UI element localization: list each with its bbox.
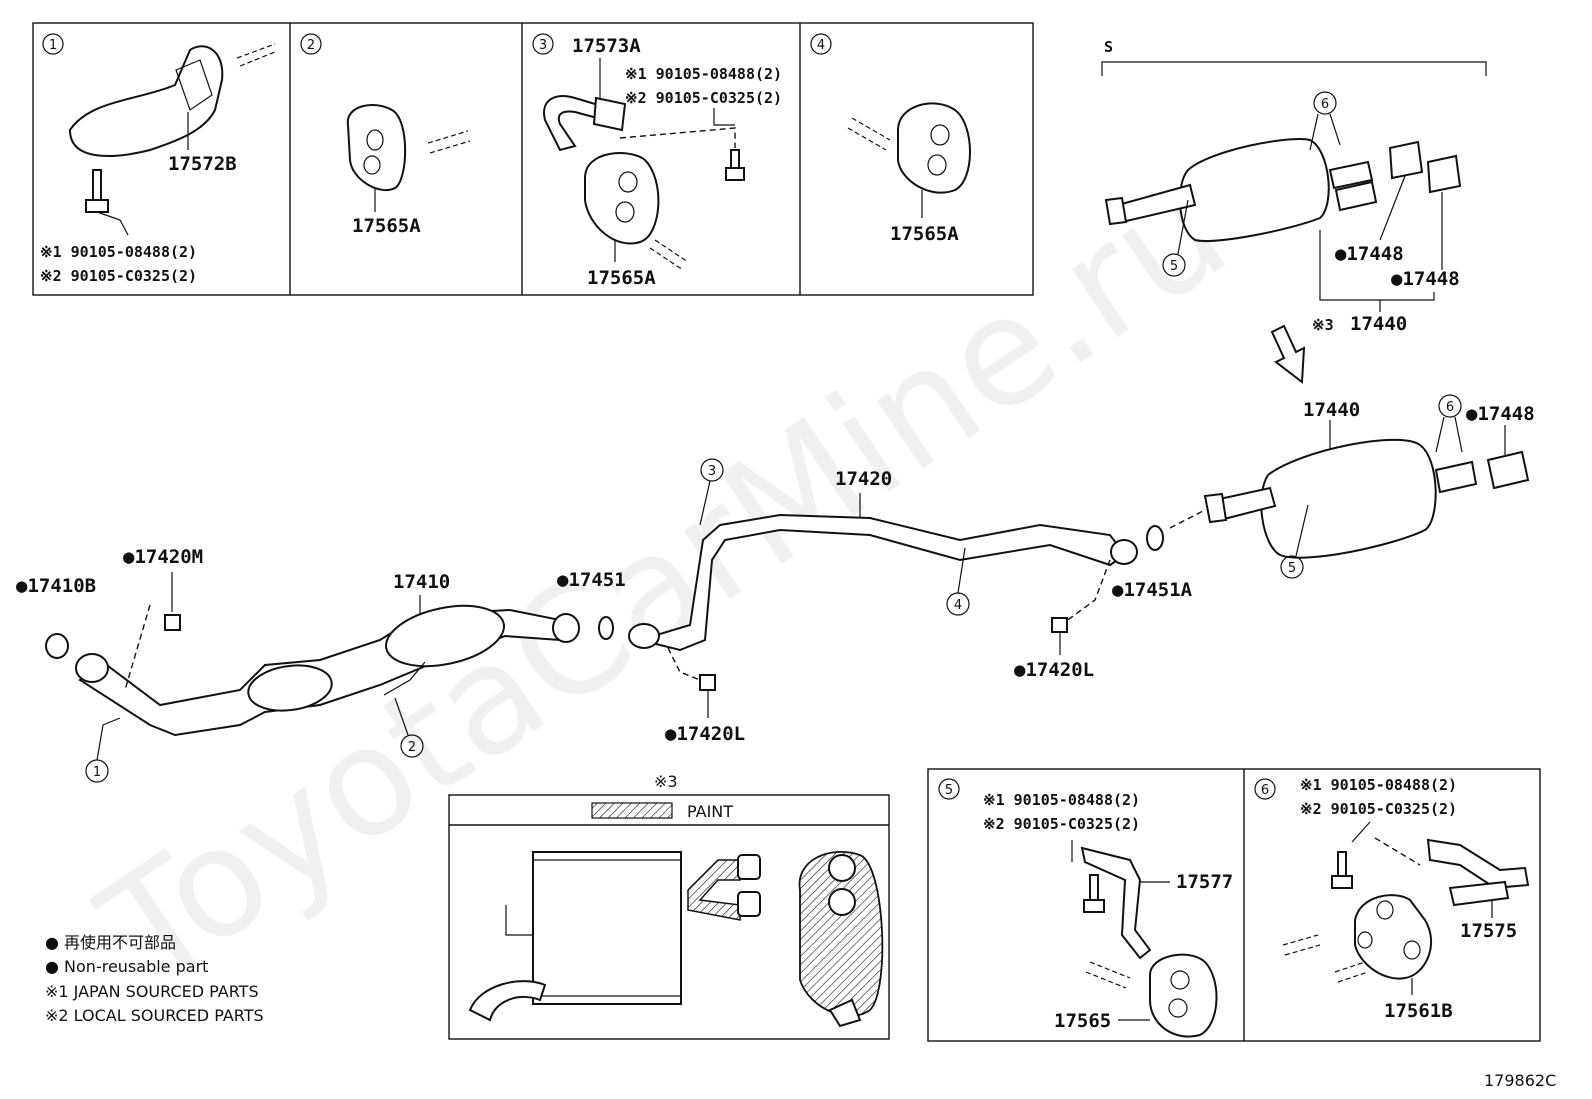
gasket-17451 xyxy=(598,616,614,640)
rear-muffler-17440-shape xyxy=(1260,438,1437,559)
callout-2: 2 xyxy=(394,697,424,758)
legend-line-1: ● 再使用不可部品 xyxy=(45,933,176,952)
set-ref: ※3 xyxy=(1312,316,1334,334)
tail-pipe-tip-a xyxy=(1388,140,1424,180)
paint-legend: PAINT xyxy=(687,802,733,821)
callout-1: 1 xyxy=(85,717,121,783)
legend-line-2: ● Non-reusable part xyxy=(45,957,208,976)
muffler-section-shape xyxy=(532,851,682,1005)
label-17440: 17440 xyxy=(1303,399,1360,421)
paint-box-ref: ※3 xyxy=(654,772,678,791)
svg-text:2: 2 xyxy=(408,740,416,755)
set-muffler-shape xyxy=(1178,138,1330,242)
bracket-17575-shape xyxy=(1426,838,1530,890)
label-17420: 17420 xyxy=(835,468,892,490)
label-17420l-a: ●17420L xyxy=(665,723,745,745)
svg-text:4: 4 xyxy=(954,598,962,613)
callout-5-set: 5 xyxy=(1170,259,1178,274)
hanger-17565a-box3-shape xyxy=(584,152,660,245)
note-box6-japan: ※1 90105-08488(2) xyxy=(1300,776,1457,794)
label-17410b: ●17410B xyxy=(16,575,96,597)
detail-box-4-number: 4 xyxy=(817,38,825,53)
muffler-set-group: S 6 5 ●17448 ●17448 ※3 17440 xyxy=(1101,38,1487,335)
tail-pipe-tip-b xyxy=(1426,154,1462,194)
detail-box-5-number: 5 xyxy=(945,783,953,798)
part-label-17565: 17565 xyxy=(1054,1010,1111,1032)
callout-6: 6 xyxy=(1435,394,1463,453)
label-17420m: ●17420M xyxy=(123,546,203,568)
callout-5: 5 xyxy=(1280,504,1309,579)
detail-box-4: 4 17565A xyxy=(810,33,971,245)
main-assembly: 1 2 3 4 5 6 ●17410B xyxy=(16,394,1535,783)
gasket-17410b xyxy=(45,633,69,659)
callout-3: 3 xyxy=(699,458,724,526)
note-japan: ※1 90105-08488(2) xyxy=(40,243,197,261)
diagram-code: 179862C xyxy=(1484,1071,1556,1090)
detail-box-2-number: 2 xyxy=(307,38,315,53)
detail-box-6-number: 6 xyxy=(1261,783,1269,798)
svg-text:5: 5 xyxy=(1288,561,1296,576)
label-17420l-b: ●17420L xyxy=(1014,659,1094,681)
part-label-17573a: 17573A xyxy=(572,35,641,57)
label-17451: ●17451 xyxy=(557,569,626,591)
set-label-17440: 17440 xyxy=(1350,313,1407,335)
callout-4: 4 xyxy=(946,547,970,616)
part-label-17575: 17575 xyxy=(1460,920,1517,942)
set-label-17448-a: ●17448 xyxy=(1335,243,1404,265)
bolt-icon xyxy=(92,169,102,201)
note-box5-japan: ※1 90105-08488(2) xyxy=(983,791,1140,809)
part-label-17577: 17577 xyxy=(1176,871,1233,893)
detail-box-6: 6 ※1 90105-08488(2) ※2 90105-C0325(2) 17… xyxy=(1254,776,1530,1022)
detail-box-2: 2 17565A xyxy=(300,33,471,237)
hanger-17565-shape xyxy=(1149,953,1218,1038)
note-box5-local: ※2 90105-C0325(2) xyxy=(983,815,1140,833)
bolt-17420l-b xyxy=(1051,617,1068,633)
legend-line-3: ※1 JAPAN SOURCED PARTS xyxy=(45,982,259,1001)
part-label-17565a-box3: 17565A xyxy=(587,267,656,289)
paint-box: ※3 PAINT xyxy=(448,772,890,1040)
detail-box-3: 3 17573A ※1 90105-08488(2) ※2 90105-C032… xyxy=(532,33,782,289)
detail-boxes-top: 1 17572B ※1 90105-08488(2) ※2 90105-C032… xyxy=(32,22,1034,296)
svg-text:3: 3 xyxy=(708,464,716,479)
detail-boxes-bottom: 5 ※1 90105-08488(2) ※2 90105-C0325(2) 17… xyxy=(927,768,1541,1042)
set-letter: S xyxy=(1104,38,1113,56)
hanger-17565a-box4-shape xyxy=(897,102,971,194)
nut-17420m xyxy=(164,614,181,631)
bracket-17572b-shape xyxy=(68,45,224,157)
note-local: ※2 90105-C0325(2) xyxy=(40,267,197,285)
detail-box-3-number: 3 xyxy=(539,38,547,53)
gasket-17451a xyxy=(1146,525,1164,551)
legend: ● 再使用不可部品 ● Non-reusable part ※1 JAPAN S… xyxy=(45,933,264,1025)
legend-line-4: ※2 LOCAL SOURCED PARTS xyxy=(45,1006,264,1025)
part-label-17561b: 17561B xyxy=(1384,1000,1453,1022)
bracket-17577-shape xyxy=(1080,846,1152,960)
detail-box-1-number: 1 xyxy=(49,38,57,53)
label-17448: ●17448 xyxy=(1466,403,1535,425)
svg-text:1: 1 xyxy=(93,765,101,780)
bolt-17420l-a xyxy=(699,674,716,691)
note-box3-japan: ※1 90105-08488(2) xyxy=(625,65,782,83)
part-label-17565a-box4: 17565A xyxy=(890,223,959,245)
detail-box-5: 5 ※1 90105-08488(2) ※2 90105-C0325(2) 17… xyxy=(938,778,1233,1038)
label-17410: 17410 xyxy=(393,571,450,593)
part-label-17572b: 17572B xyxy=(168,153,237,175)
arrow-down-icon xyxy=(1270,324,1306,384)
note-box3-local: ※2 90105-C0325(2) xyxy=(625,89,782,107)
paint-swatch xyxy=(591,802,673,819)
detail-box-1: 1 17572B ※1 90105-08488(2) ※2 90105-C032… xyxy=(40,33,276,285)
part-label-17565a-box2: 17565A xyxy=(352,215,421,237)
set-label-17448-b: ●17448 xyxy=(1391,268,1460,290)
label-17451a: ●17451A xyxy=(1112,579,1193,601)
tail-pipe-tip-17448 xyxy=(1486,450,1530,490)
svg-text:6: 6 xyxy=(1446,400,1454,415)
callout-6-set: 6 xyxy=(1321,97,1329,112)
hanger-17561b-shape xyxy=(1354,894,1433,980)
note-box6-local: ※2 90105-C0325(2) xyxy=(1300,800,1457,818)
hanger-17565a-shape xyxy=(346,104,407,191)
